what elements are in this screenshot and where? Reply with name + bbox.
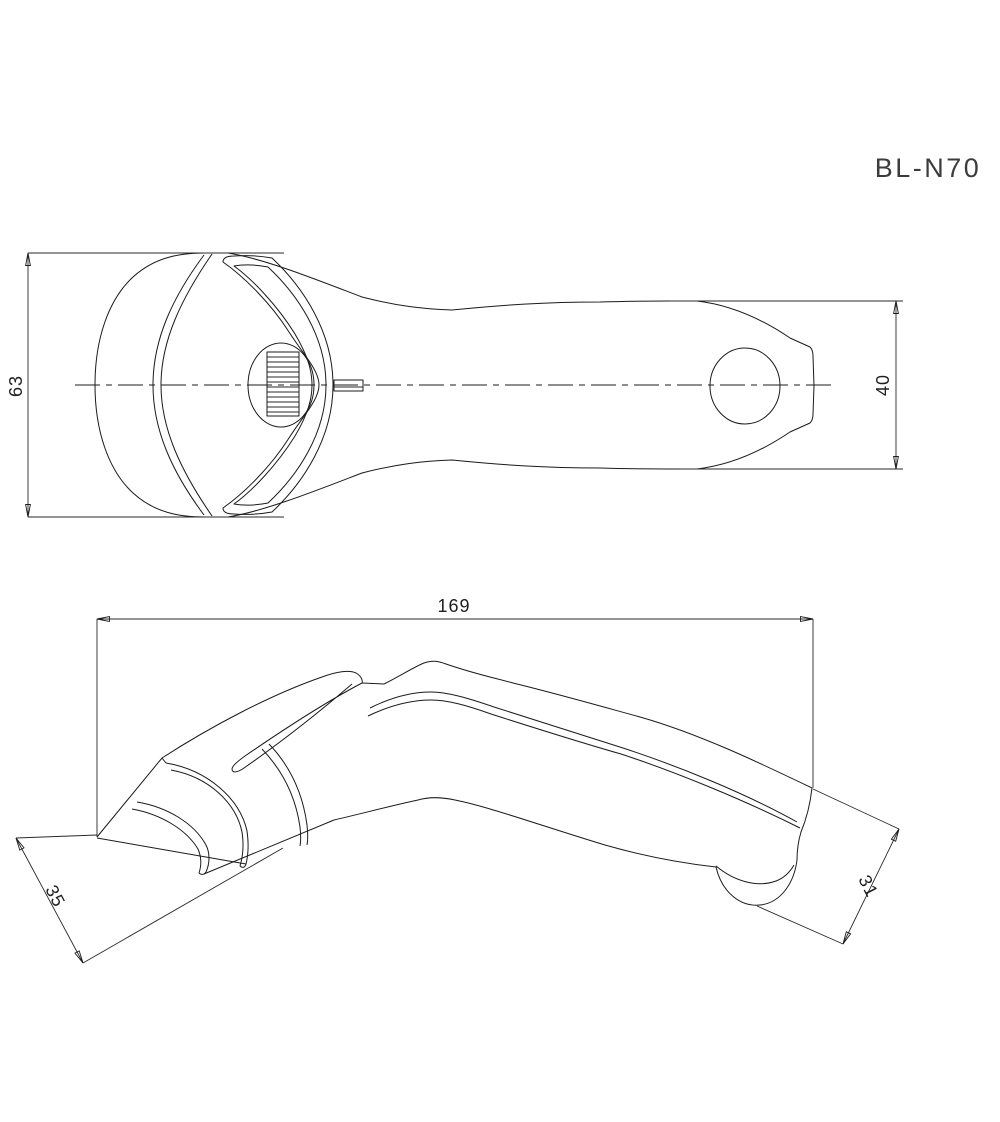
dim31-line — [842, 828, 900, 945]
dimension-40: 40 — [670, 300, 903, 470]
dim35-extension-top — [15, 834, 98, 839]
tail-end-edge — [796, 787, 813, 861]
trigger-button-oval — [247, 342, 315, 428]
tail-cap-seam — [715, 864, 795, 885]
tail-bottom-bulge — [715, 859, 798, 906]
head-face-notch — [161, 757, 167, 764]
head-left-seam-arc-outer — [152, 254, 205, 516]
head-boot-seam-outer — [261, 748, 302, 847]
dim35-label: 35 — [41, 882, 69, 911]
trigger-ridge-edge — [231, 682, 363, 773]
grip-belly-outline — [333, 797, 717, 868]
dim35-extension-bottom — [82, 847, 284, 964]
trigger-ridge-step — [361, 682, 385, 685]
head-slot-tip-cap — [198, 871, 207, 875]
head-hook-tip-cap — [239, 863, 247, 868]
head-hook-outer-arc — [165, 762, 249, 865]
head-hook-inner-arc — [170, 769, 244, 867]
dim31-label: 31 — [854, 872, 882, 901]
head-slot-outer-arc — [136, 801, 210, 873]
dim63-label: 63 — [6, 375, 26, 397]
dim31-extension-top — [812, 788, 900, 830]
side-led-window — [333, 379, 364, 392]
top-view: 63 40 — [6, 252, 903, 518]
dim31-extension-bottom — [756, 905, 844, 945]
handle-hole — [709, 347, 781, 425]
bumper-crescent-outer — [222, 255, 334, 515]
body-top-outline — [383, 660, 813, 789]
head-face-edge — [96, 757, 163, 838]
head-left-seam-arc-inner — [160, 253, 213, 517]
top-view-body-outline — [94, 252, 815, 518]
part-number-title: BL-N70 — [875, 153, 982, 183]
dim40-label: 40 — [873, 374, 893, 396]
head-boot-seam-inner — [268, 743, 309, 846]
handle-seam-upper — [369, 691, 798, 823]
head-slot-inner-arc — [131, 808, 202, 874]
bumper-crescent-inner — [233, 264, 327, 506]
side-view: 169 35 31 — [15, 596, 900, 964]
handle-seam-lower — [367, 699, 801, 829]
head-bottom-edge — [96, 837, 247, 865]
dim169-label: 169 — [437, 596, 470, 616]
grip-front-edge — [203, 819, 335, 875]
dimension-63: 63 — [6, 252, 284, 518]
body-upper-slope — [161, 670, 363, 759]
dim35-line — [15, 837, 84, 964]
trigger-ribbed-pad — [266, 351, 300, 417]
trigger-rib-lines — [267, 356, 299, 413]
dimension-169: 169 — [96, 596, 814, 837]
